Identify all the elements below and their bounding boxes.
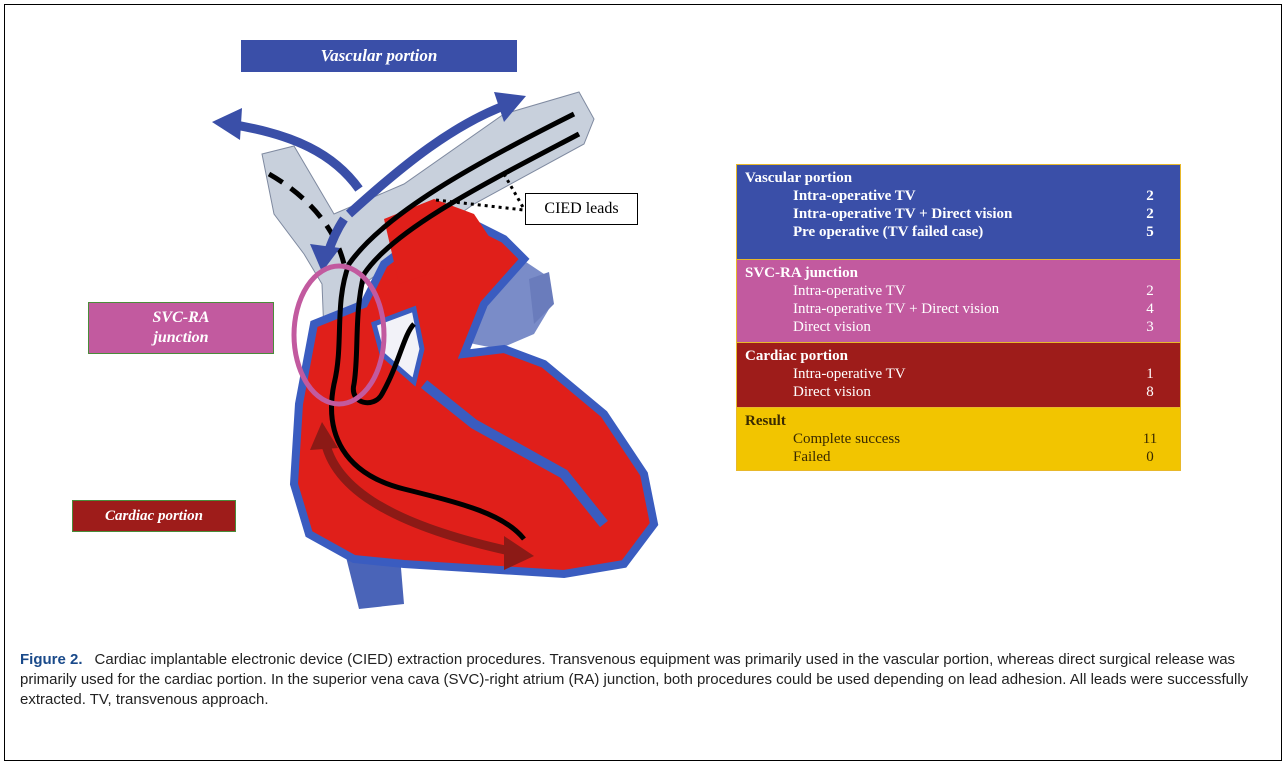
group-title: Cardiac portion — [737, 343, 1181, 366]
row-label: Intra-operative TV + Direct vision — [737, 205, 1121, 223]
group-title: SVC-RA junction — [737, 260, 1181, 283]
row-value: 8 — [1120, 383, 1181, 408]
row-value: 11 — [1120, 430, 1181, 448]
caption-text: Cardiac implantable electronic device (C… — [20, 651, 1248, 708]
row-label: Intra-operative TV — [737, 187, 1121, 205]
row-value: 2 — [1120, 187, 1181, 205]
label-svc-ra-junction: SVC-RA junction — [88, 302, 274, 354]
label-svc-line1: SVC-RA — [153, 308, 210, 328]
row-value: 4 — [1120, 300, 1181, 318]
figure-caption: Figure 2.Cardiac implantable electronic … — [20, 650, 1265, 710]
row-label: Pre operative (TV failed case) — [737, 223, 1121, 260]
row-value: 5 — [1120, 223, 1181, 260]
blue-arrowhead-left — [212, 108, 242, 140]
label-svc-line2: junction — [153, 328, 208, 348]
row-label: Complete success — [737, 430, 1121, 448]
label-cied-leads: CIED leads — [525, 193, 638, 225]
row-value: 3 — [1120, 318, 1181, 343]
group-title: Result — [737, 408, 1181, 431]
row-value: 1 — [1120, 365, 1181, 383]
row-label: Intra-operative TV — [737, 282, 1121, 300]
figure-area: Vascular portion SVC-RA junction Cardiac… — [4, 4, 1282, 634]
label-vascular-portion: Vascular portion — [241, 40, 517, 72]
group-title: Vascular portion — [737, 165, 1181, 188]
row-value: 2 — [1120, 205, 1181, 223]
row-value: 0 — [1120, 448, 1181, 471]
row-label: Intra-operative TV — [737, 365, 1121, 383]
row-value: 2 — [1120, 282, 1181, 300]
row-label: Failed — [737, 448, 1121, 471]
row-label: Intra-operative TV + Direct vision — [737, 300, 1121, 318]
label-cardiac-portion: Cardiac portion — [72, 500, 236, 532]
row-label: Direct vision — [737, 383, 1121, 408]
figure-label: Figure 2. — [20, 651, 83, 668]
row-label: Direct vision — [737, 318, 1121, 343]
